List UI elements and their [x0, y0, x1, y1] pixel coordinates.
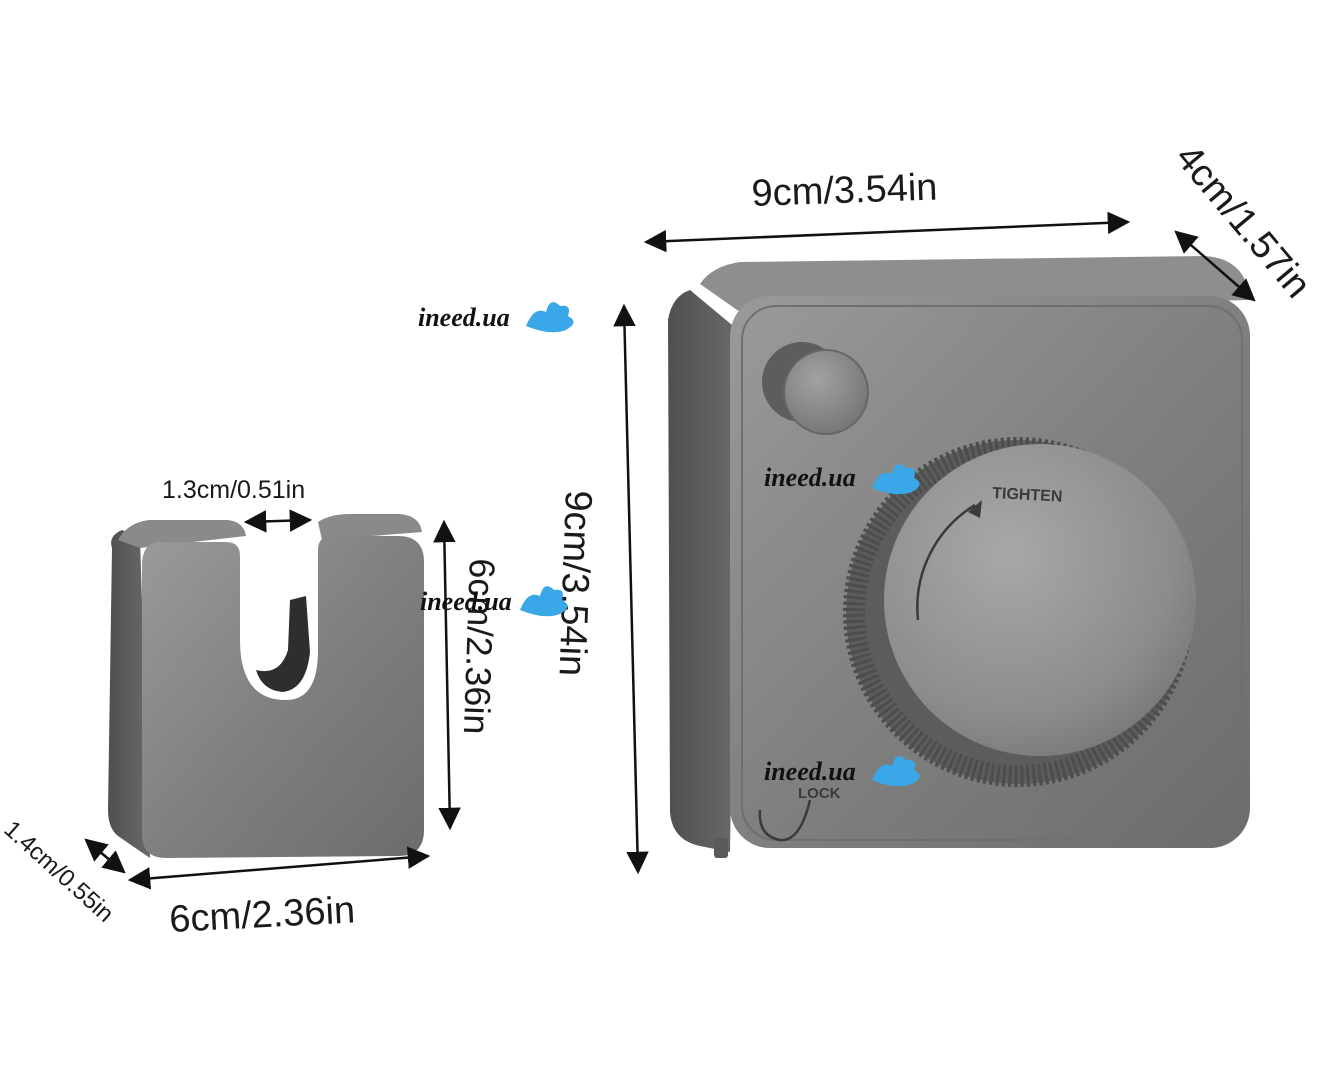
watermark-2: ineed.ua	[764, 463, 920, 495]
small-unit-side	[108, 530, 150, 858]
small-slot-label: 1.3cm/0.51in	[162, 476, 305, 504]
lock-label: LOCK	[798, 785, 841, 802]
large-width-arrow	[643, 211, 1131, 253]
small-width-arrow	[127, 846, 431, 890]
large-unit-side	[668, 290, 738, 852]
small-unit-front-face	[142, 536, 424, 858]
small-depth-arrow	[84, 838, 126, 874]
watermark-splash-icon	[520, 586, 568, 617]
watermark-3: ineed.ua	[420, 586, 568, 617]
lock-button	[762, 342, 869, 435]
small-hook-unit	[108, 514, 424, 858]
small-height-label: 6cm/2.36in	[456, 558, 503, 735]
large-unit-bottom-hook	[714, 838, 728, 858]
watermark-splash-icon	[872, 464, 920, 495]
large-tensioner-unit: TIGHTEN LOCK	[668, 256, 1250, 858]
small-height-arrow	[433, 519, 461, 831]
dimension-lines	[84, 211, 1256, 890]
watermark-splash-icon	[872, 756, 920, 787]
watermark-text: ineed.ua	[764, 463, 856, 492]
watermark-text: ineed.ua	[764, 757, 856, 786]
large-depth-arrow	[1174, 230, 1256, 302]
dial-tighten-label: TIGHTEN	[992, 485, 1063, 506]
watermark-4: ineed.ua	[764, 756, 920, 787]
watermark-text: ineed.ua	[418, 303, 510, 332]
watermark-text: ineed.ua	[420, 587, 512, 616]
large-width-label: 9cm/3.54in	[751, 167, 938, 215]
lock-mark: LOCK	[758, 785, 841, 842]
watermark-1: ineed.ua	[418, 302, 574, 333]
watermark-splash-icon	[526, 302, 574, 333]
large-height-arrow	[613, 303, 649, 875]
tighten-dial: TIGHTEN	[843, 437, 1196, 787]
small-width-label: 6cm/2.36in	[168, 889, 356, 941]
small-depth-label: 1.4cm/0.55in	[0, 816, 119, 928]
small-unit-slot	[256, 596, 310, 692]
small-slot-arrow	[243, 509, 313, 533]
large-height-label: 9cm/3.54in	[551, 490, 599, 677]
